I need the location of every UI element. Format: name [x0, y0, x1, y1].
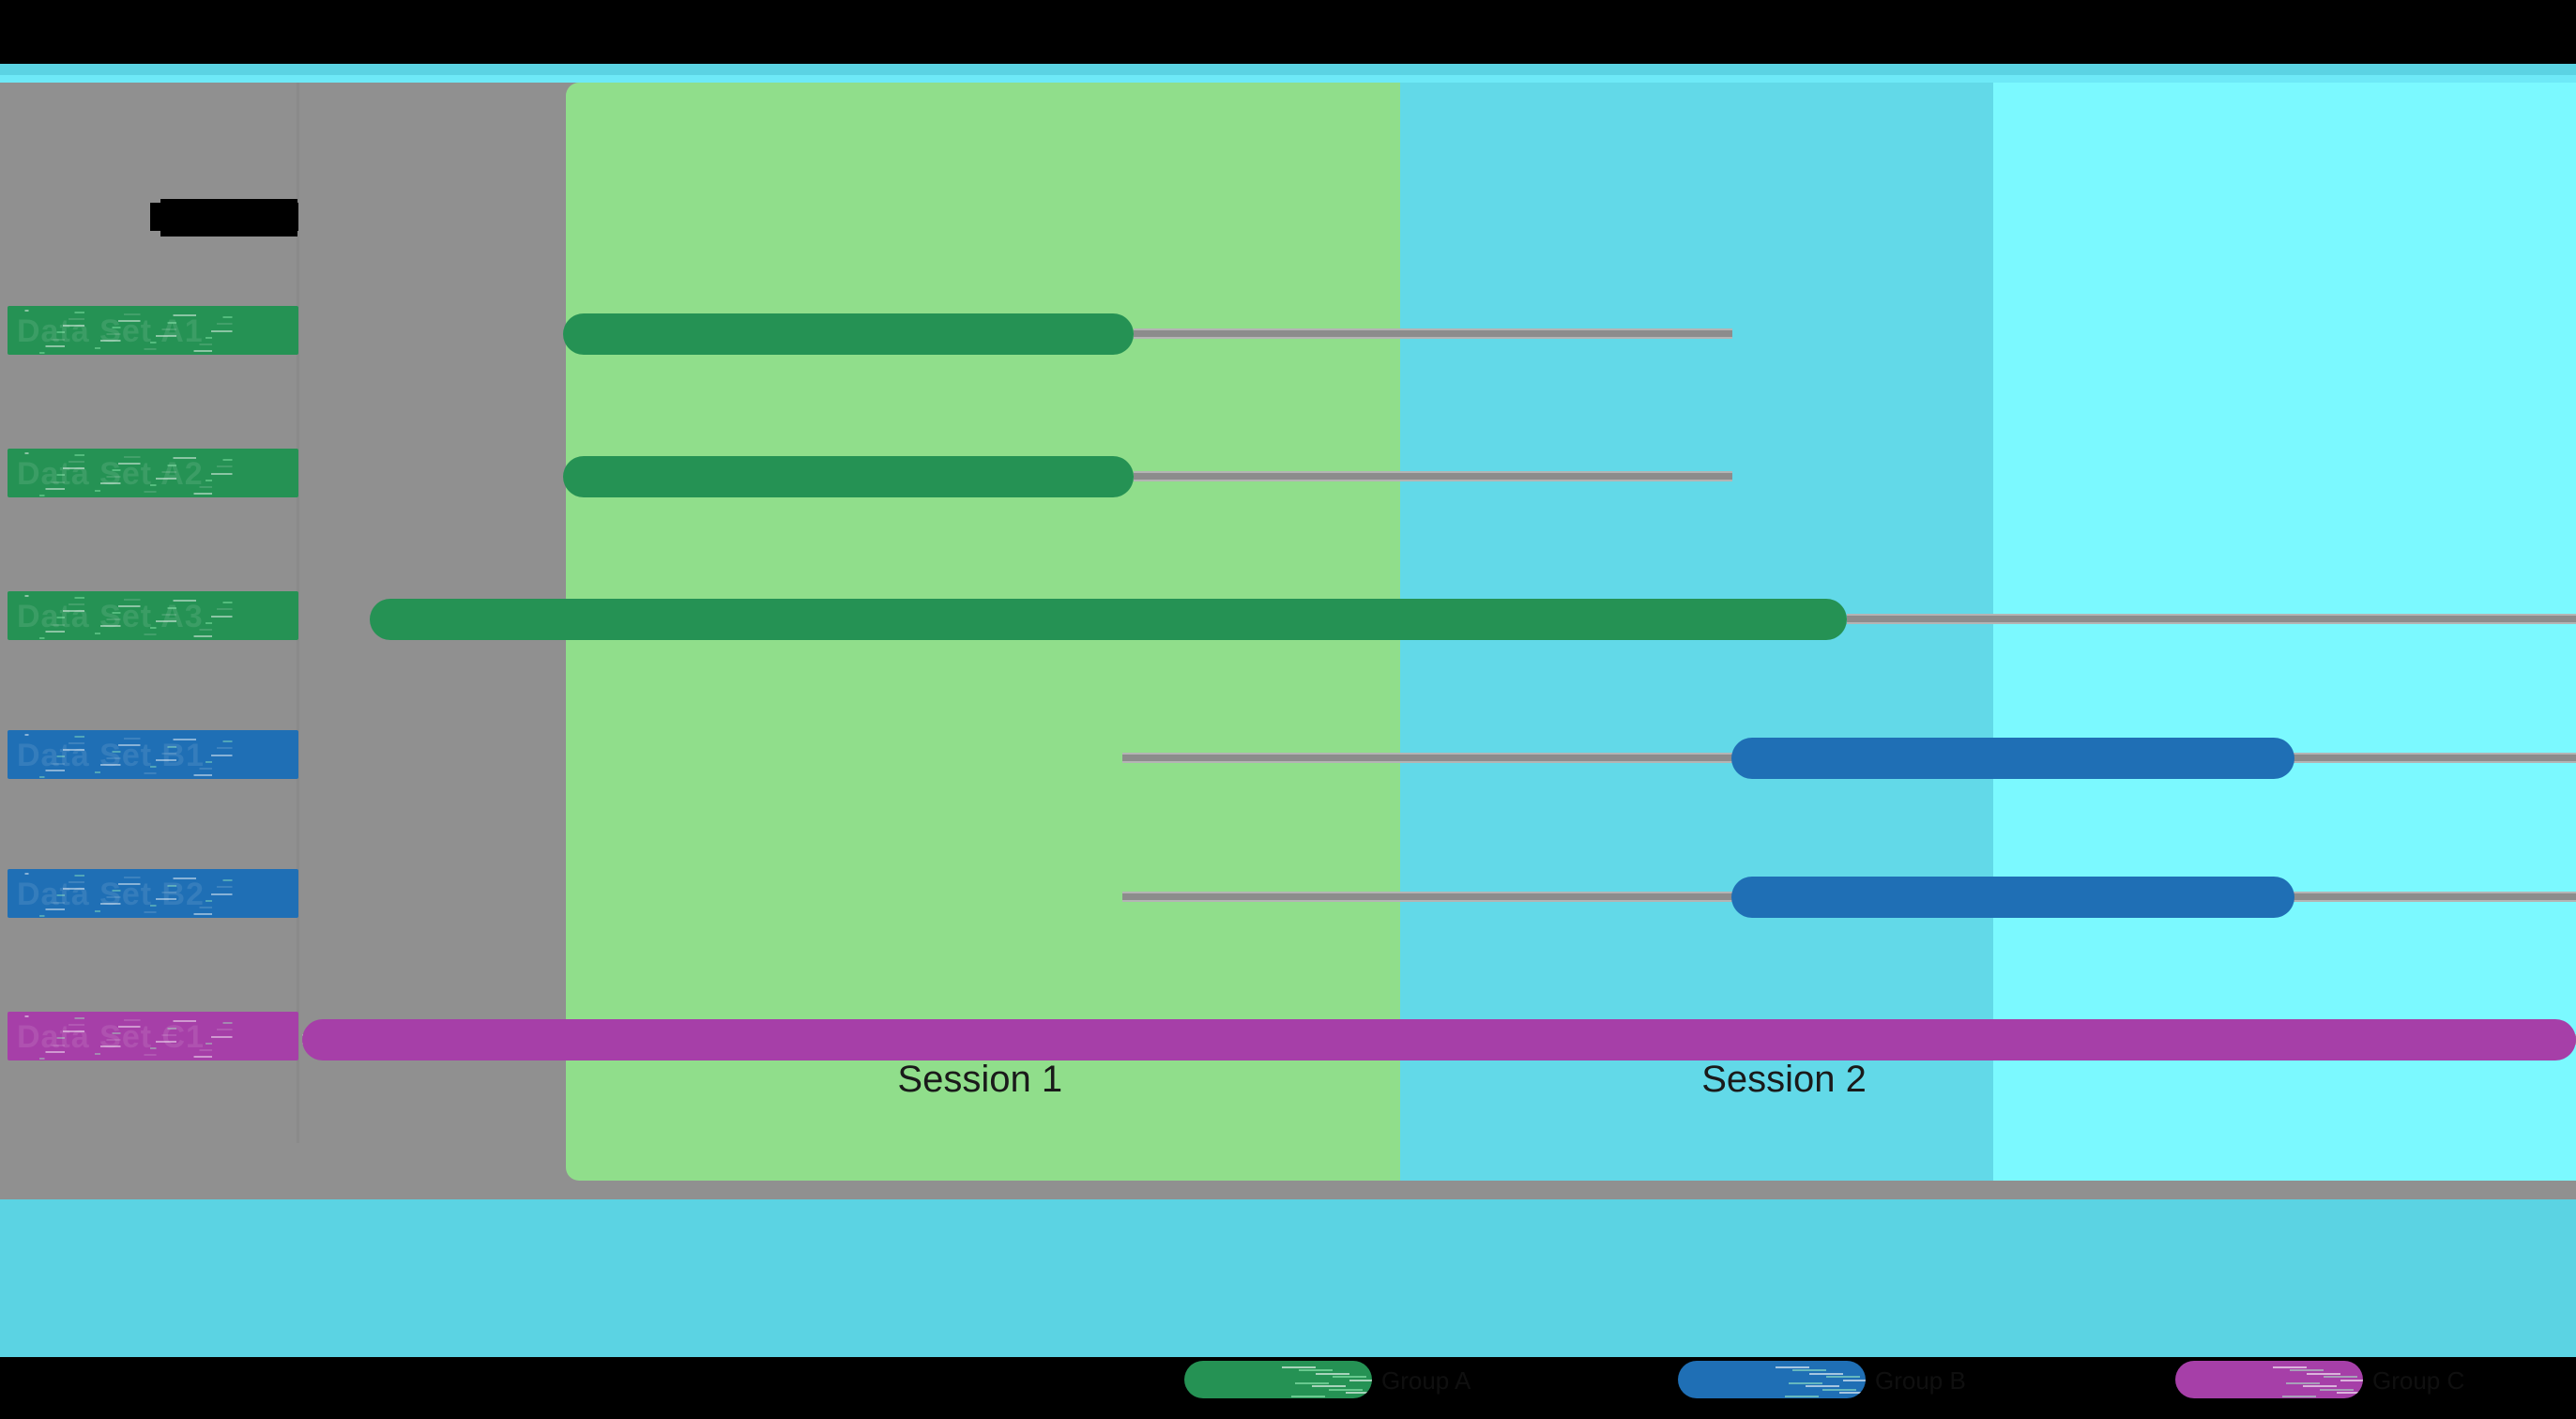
row-label-4: Data Set B1 — [8, 730, 298, 779]
label-obscuration — [8, 306, 298, 355]
gantt-row[interactable]: Data Set A3 — [0, 591, 2576, 659]
session-band-label-1: Session 1 — [897, 1059, 1063, 1100]
row-label-5: Data Set B2 — [8, 869, 298, 918]
legend-swatch — [1678, 1361, 1866, 1398]
gantt-row[interactable]: Data Set B1 — [0, 730, 2576, 798]
redacted-title-block-2 — [150, 203, 298, 231]
row-label-6: Data Set C1 — [8, 1012, 298, 1060]
gantt-row[interactable]: Data Set A1 — [0, 306, 2576, 374]
row-label-text: Data Set A1 — [17, 313, 204, 349]
gantt-row[interactable]: Data Set B2 — [0, 869, 2576, 937]
legend-obscuration — [2175, 1361, 2363, 1398]
row-label-1: Data Set A1 — [8, 306, 298, 355]
gantt-bar[interactable] — [1731, 877, 2294, 918]
label-obscuration — [8, 591, 298, 640]
gantt-bar[interactable] — [1731, 738, 2294, 779]
session-band-3 — [1992, 83, 2576, 1181]
row-label-text: Data Set B1 — [17, 738, 205, 773]
label-obscuration — [8, 730, 298, 779]
row-label-text: Data Set A2 — [17, 456, 204, 492]
session-band-label-2: Session 2 — [1701, 1059, 1867, 1100]
row-track — [1134, 328, 1732, 339]
gantt-bar[interactable] — [302, 1019, 2576, 1060]
gantt-chart-canvas: Session 1 Session 2 Data Set A1 Data Set A… — [0, 83, 2576, 1199]
legend-label: Group B — [1875, 1366, 1966, 1395]
label-obscuration — [8, 449, 298, 497]
legend-swatch — [2175, 1361, 2363, 1398]
gantt-bar[interactable] — [563, 313, 1134, 355]
row-label-2: Data Set A2 — [8, 449, 298, 497]
top-accent-bar-light — [0, 75, 2576, 83]
label-obscuration — [8, 1012, 298, 1060]
legend-obscuration — [1678, 1361, 1866, 1398]
row-track — [1134, 471, 1732, 481]
gantt-bar[interactable] — [370, 599, 1847, 640]
row-label-3: Data Set A3 — [8, 591, 298, 640]
bottom-panel — [0, 1199, 2576, 1357]
legend-label: Group C — [2372, 1366, 2465, 1395]
gantt-row[interactable]: Data Set A2 — [0, 449, 2576, 516]
row-label-text: Data Set C1 — [17, 1019, 205, 1055]
top-black-bar — [0, 0, 2576, 64]
legend-obscuration — [1184, 1361, 1372, 1398]
gantt-row[interactable]: Data Set C1 — [0, 1012, 2576, 1079]
row-label-text: Data Set A3 — [17, 599, 204, 634]
top-accent-bar — [0, 64, 2576, 75]
gantt-bar[interactable] — [563, 456, 1134, 497]
legend: Group A Group B Group C — [0, 1357, 2576, 1419]
label-obscuration — [8, 869, 298, 918]
legend-swatch — [1184, 1361, 1372, 1398]
legend-label: Group A — [1381, 1366, 1471, 1395]
row-track — [1847, 614, 2576, 624]
row-label-text: Data Set B2 — [17, 877, 205, 912]
